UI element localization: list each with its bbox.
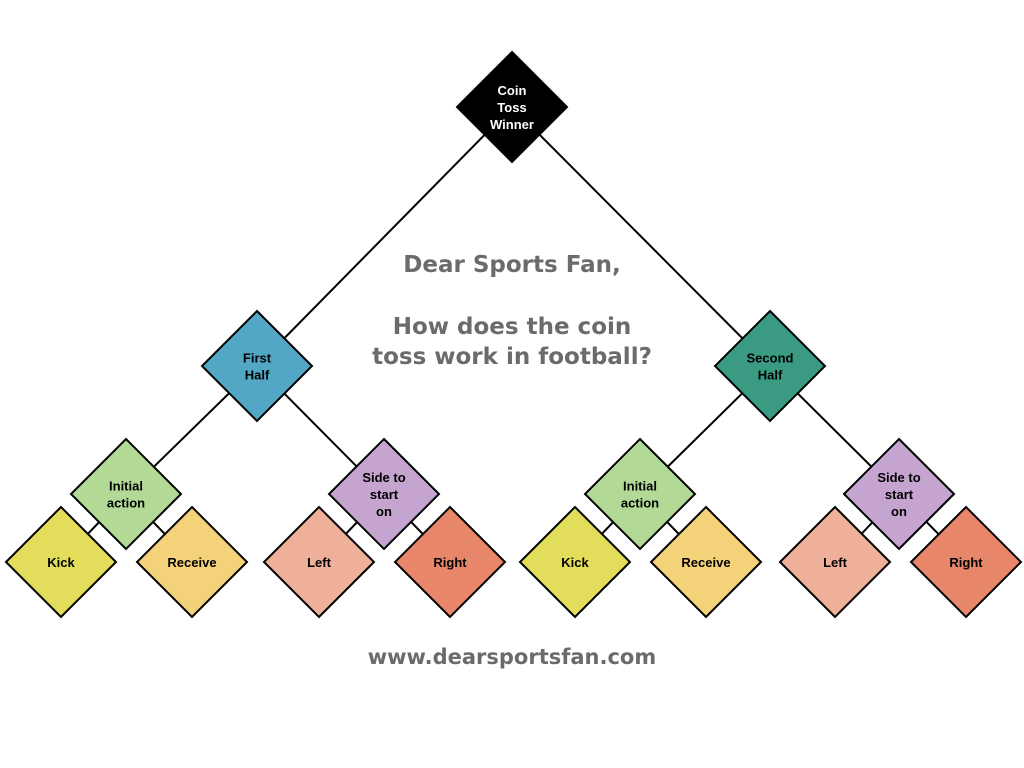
node-first-half-receive-label: Receive — [167, 555, 216, 570]
root-node-coin-toss-winner-shape — [455, 50, 569, 164]
node-second-half-kick-label: Kick — [561, 555, 589, 570]
node-second-half-right-label: Right — [949, 555, 983, 570]
node-first-half-receive-shape — [135, 505, 249, 619]
node-second-half-receive-label: Receive — [681, 555, 730, 570]
node-second-half-kick-shape — [518, 505, 632, 619]
node-second-half-receive: Receive — [649, 505, 763, 619]
node-second-half-shape — [713, 309, 827, 423]
node-first-half-left-shape — [262, 505, 376, 619]
node-first-half-right-shape — [393, 505, 507, 619]
website-url: www.dearsportsfan.com — [367, 645, 657, 669]
node-first-half-left-label: Left — [307, 555, 332, 570]
node-first-half-kick-label: Kick — [47, 555, 75, 570]
greeting-text: Dear Sports Fan, — [403, 252, 621, 278]
edge-root-to-second-half — [511, 106, 771, 367]
node-second-half-side-to-start-on-shape — [842, 437, 956, 551]
question-text: How does the coin toss work in football? — [372, 314, 652, 370]
node-second-half-initial-action-shape — [583, 437, 697, 551]
node-second-half-right-shape — [909, 505, 1023, 619]
edge-root-to-first-half — [256, 106, 513, 367]
node-first-half-right: Right — [393, 505, 507, 619]
node-first-half-left: Left — [262, 505, 376, 619]
node-first-half-kick: Kick — [4, 505, 118, 619]
node-first-half-kick-shape — [4, 505, 118, 619]
node-second-half-right: Right — [909, 505, 1023, 619]
node-second-half-kick: Kick — [518, 505, 632, 619]
node-first-half-right-label: Right — [433, 555, 467, 570]
node-second-half-left-shape — [778, 505, 892, 619]
node-second-half-left-label: Left — [823, 555, 848, 570]
node-second-half-receive-shape — [649, 505, 763, 619]
node-second-half-left: Left — [778, 505, 892, 619]
node-first-half-shape — [200, 309, 314, 423]
node-first-half-receive: Receive — [135, 505, 249, 619]
node-first-half-initial-action-shape — [69, 437, 183, 551]
node-first-half-side-to-start-on-shape — [327, 437, 441, 551]
